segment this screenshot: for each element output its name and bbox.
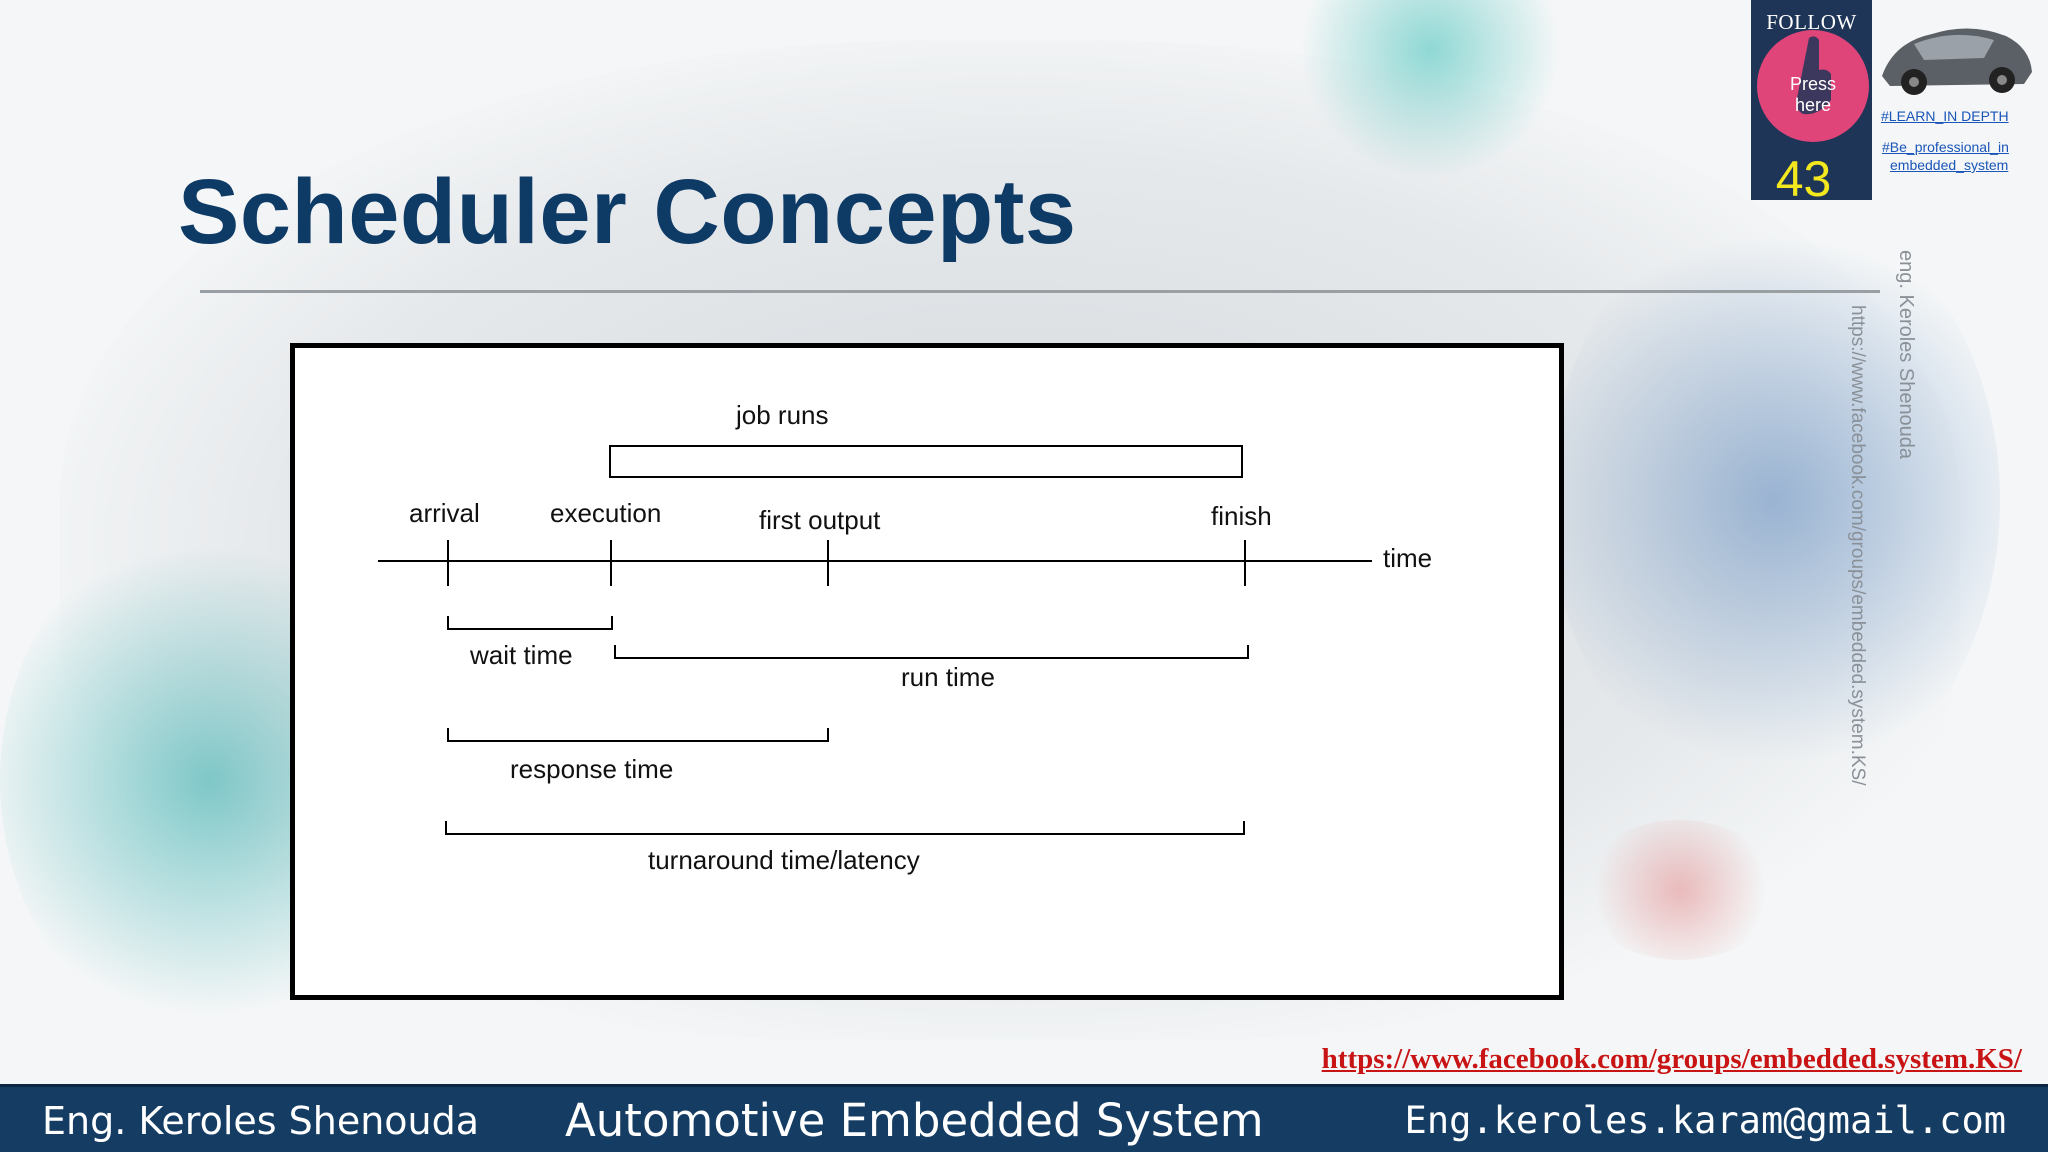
hashtag-be-professional[interactable]: #Be_professional_in	[1882, 139, 2009, 155]
label-run-time: run time	[901, 662, 995, 692]
watermark-author: eng. Keroles Shenouda	[1895, 250, 1917, 460]
label-arrival: arrival	[409, 498, 480, 528]
hashtag-learn-in-depth[interactable]: #LEARN_IN DEPTH	[1881, 108, 2009, 124]
slide-number: 43	[1775, 151, 1832, 207]
watermark-url: https://www.facebook.com/groups/embedded…	[1847, 305, 1868, 786]
response-time-bracket	[447, 728, 829, 742]
wait-time-bracket	[447, 616, 613, 630]
label-time: time	[1383, 543, 1433, 573]
here-label: here	[1794, 95, 1832, 115]
facebook-group-link[interactable]: https://www.facebook.com/groups/embedded…	[1321, 1043, 2022, 1075]
label-response-time: response time	[510, 754, 674, 784]
label-turnaround: turnaround time/latency	[648, 845, 920, 875]
car-thumbnail-image	[1874, 14, 2038, 102]
press-label: Press	[1789, 74, 1836, 94]
hashtag-embedded-system[interactable]: embedded_system	[1890, 157, 2009, 173]
label-job-runs: job runs	[736, 400, 829, 430]
turnaround-bracket	[445, 821, 1245, 835]
title-divider	[200, 290, 1880, 293]
hand-pointer-icon	[1796, 36, 1831, 115]
slide-title: Scheduler Concepts	[178, 161, 1077, 263]
footer-course-title: Automotive Embedded System	[565, 1094, 1264, 1147]
label-first-output: first output	[759, 505, 881, 535]
footer-author: Eng. Keroles Shenouda	[42, 1099, 480, 1143]
footer-bar: Eng. Keroles Shenouda Automotive Embedde…	[0, 1084, 2048, 1152]
label-wait-time: wait time	[470, 640, 573, 670]
job-runs-bar	[609, 445, 1243, 478]
footer-email: Eng.keroles.karam@gmail.com	[1404, 1099, 2006, 1142]
timeline-lines	[378, 445, 1372, 835]
scheduler-timeline-diagram: job runs arrival execution first output …	[290, 343, 1564, 1000]
run-time-bracket	[614, 645, 1249, 659]
label-finish: finish	[1211, 501, 1272, 531]
label-execution: execution	[550, 498, 662, 528]
